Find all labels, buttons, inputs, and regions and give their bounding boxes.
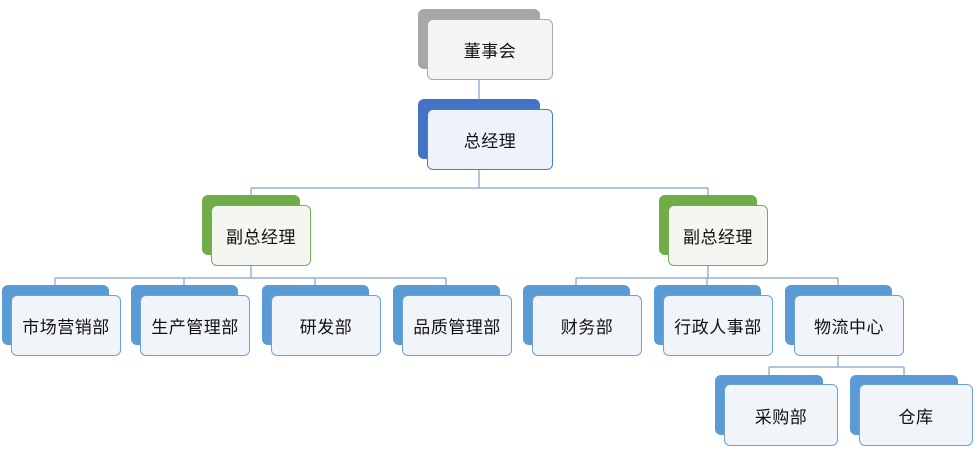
node-logistics-label: 物流中心 xyxy=(794,295,904,356)
node-finance-label: 财务部 xyxy=(532,295,642,356)
node-warehouse-label: 仓库 xyxy=(859,384,973,446)
node-quality-label: 品质管理部 xyxy=(402,295,512,356)
node-admin-hr-label: 行政人事部 xyxy=(663,295,773,356)
node-vice-gm-left-label: 副总经理 xyxy=(211,205,311,266)
node-general-manager-label: 总经理 xyxy=(427,109,553,170)
node-production-label: 生产管理部 xyxy=(140,295,250,356)
node-board-label: 董事会 xyxy=(427,19,553,80)
node-vice-gm-right-label: 副总经理 xyxy=(668,205,768,266)
node-rnd-label: 研发部 xyxy=(271,295,381,356)
node-marketing-label: 市场营销部 xyxy=(11,295,121,356)
node-purchasing-label: 采购部 xyxy=(724,384,838,446)
